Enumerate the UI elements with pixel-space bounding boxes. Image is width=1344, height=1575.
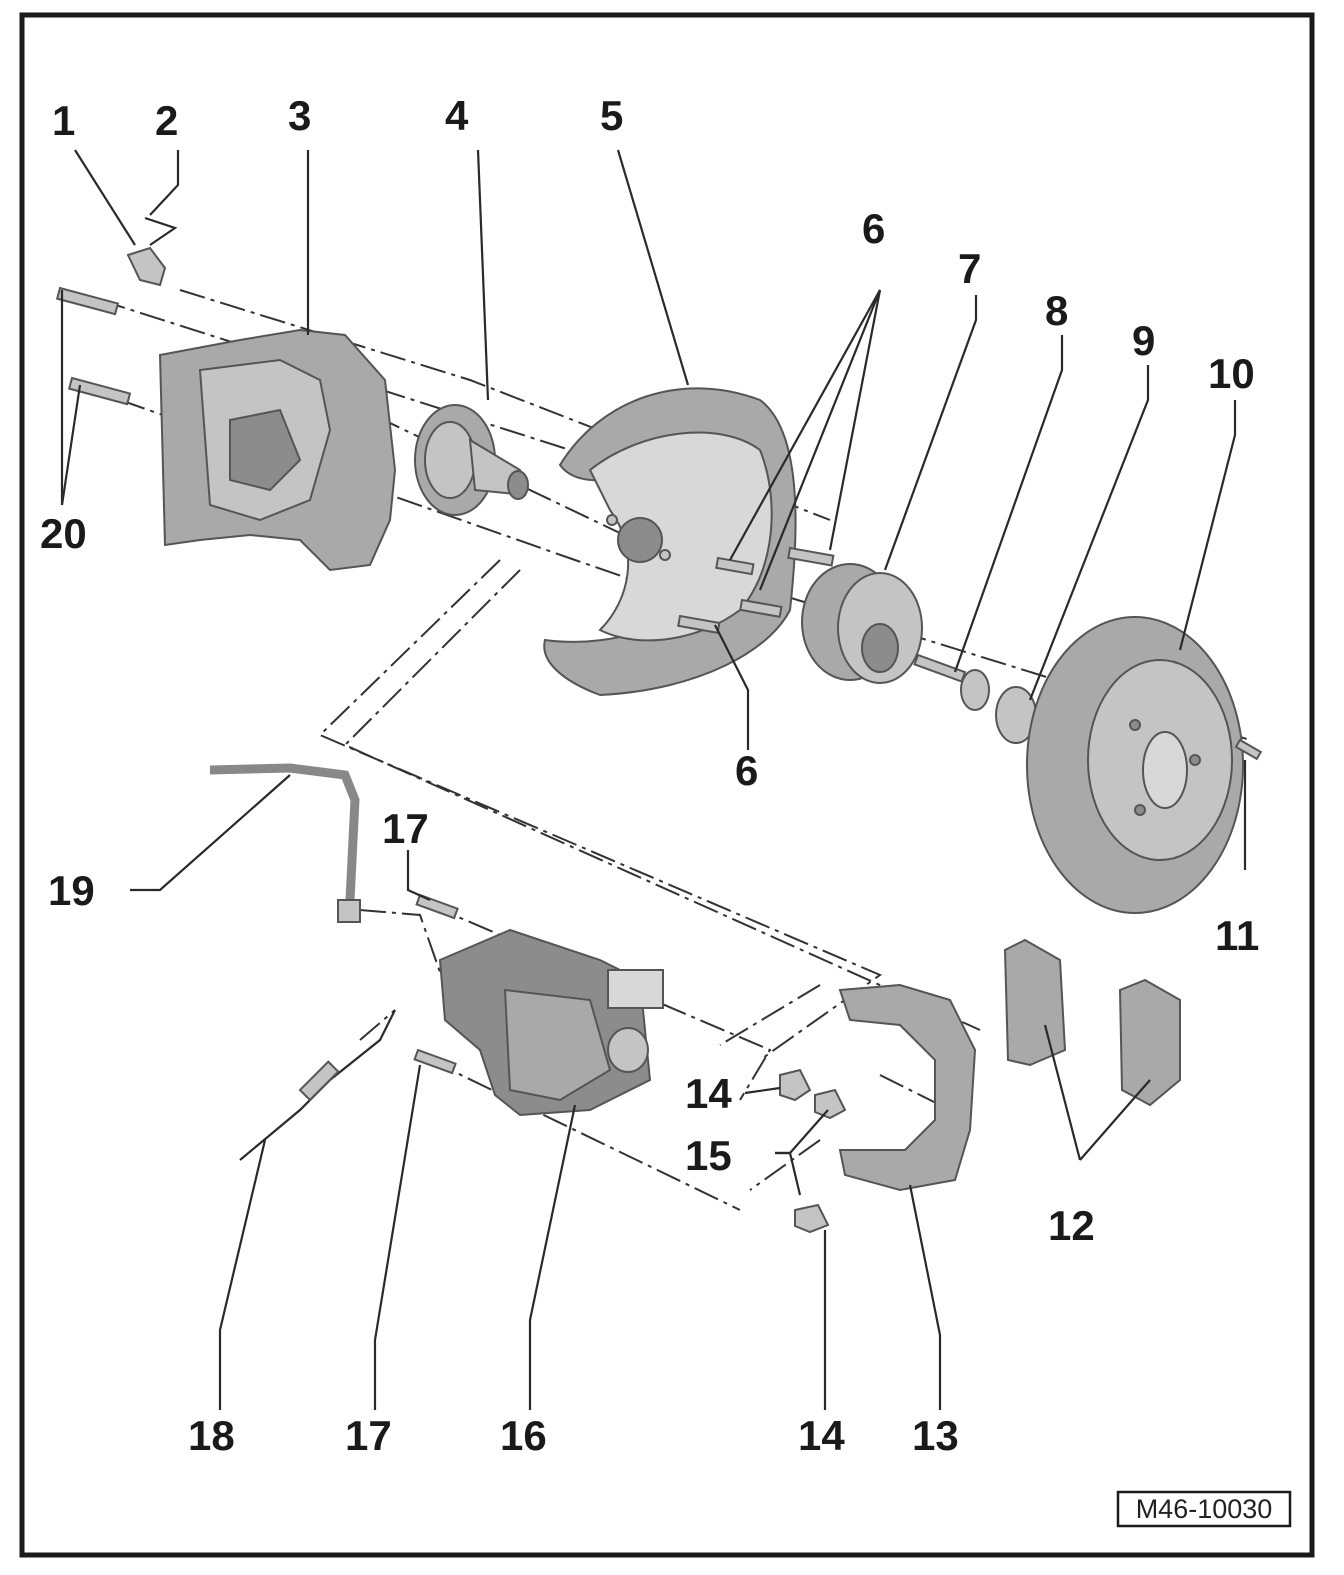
disc-securing-screw (1234, 738, 1263, 761)
figure-reference-code: M46-10030 (1136, 1494, 1273, 1524)
splash-plate (543, 387, 797, 697)
hub-bolt (913, 653, 990, 711)
callout-20: 20 (40, 510, 87, 557)
callout-11: 11 (1215, 912, 1259, 959)
callout-2: 2 (155, 97, 178, 144)
brake-pads (1003, 938, 1181, 1107)
figure-reference-box: M46-10030 (1116, 1490, 1292, 1528)
callout-leaders (60, 149, 1247, 1410)
callout-labels: 1 2 3 4 5 6 6 7 8 9 10 11 12 13 14 14 15… (40, 92, 1259, 1459)
callout-1: 1 (52, 97, 75, 144)
caliper-bolts (413, 893, 459, 1075)
callout-14-middle: 14 (685, 1070, 732, 1117)
hub-flange (414, 404, 529, 516)
callout-6-bottom: 6 (735, 747, 758, 794)
callout-17-top: 17 (382, 805, 429, 852)
callout-6-top: 6 (862, 205, 885, 252)
brake-caliper (438, 928, 664, 1117)
splash-plate-bolts (677, 546, 835, 634)
parking-brake-cable (239, 1009, 396, 1161)
callout-5: 5 (600, 92, 623, 139)
callout-17-bottom: 17 (345, 1412, 392, 1459)
wheel-bearing-housing (158, 328, 397, 572)
callout-14-bottom: 14 (798, 1412, 845, 1459)
callout-12: 12 (1048, 1202, 1095, 1249)
callout-18: 18 (188, 1412, 235, 1459)
callout-15: 15 (685, 1132, 732, 1179)
callout-19: 19 (48, 867, 95, 914)
callout-3: 3 (288, 92, 311, 139)
brake-disc (1026, 616, 1244, 914)
callout-10: 10 (1208, 350, 1255, 397)
speed-sensor-bracket (126, 216, 178, 287)
brake-carrier (838, 983, 977, 1192)
callout-13: 13 (912, 1412, 959, 1459)
brake-hose (209, 763, 361, 923)
callout-9: 9 (1132, 317, 1155, 364)
callout-4: 4 (445, 92, 469, 139)
housing-bolts (55, 286, 132, 406)
pad-retaining-springs (779, 1068, 847, 1234)
callout-7: 7 (958, 245, 981, 292)
wheel-hub (801, 563, 923, 684)
callout-8: 8 (1045, 287, 1068, 334)
callout-16: 16 (500, 1412, 547, 1459)
diagram-frame (19, 12, 1315, 1558)
